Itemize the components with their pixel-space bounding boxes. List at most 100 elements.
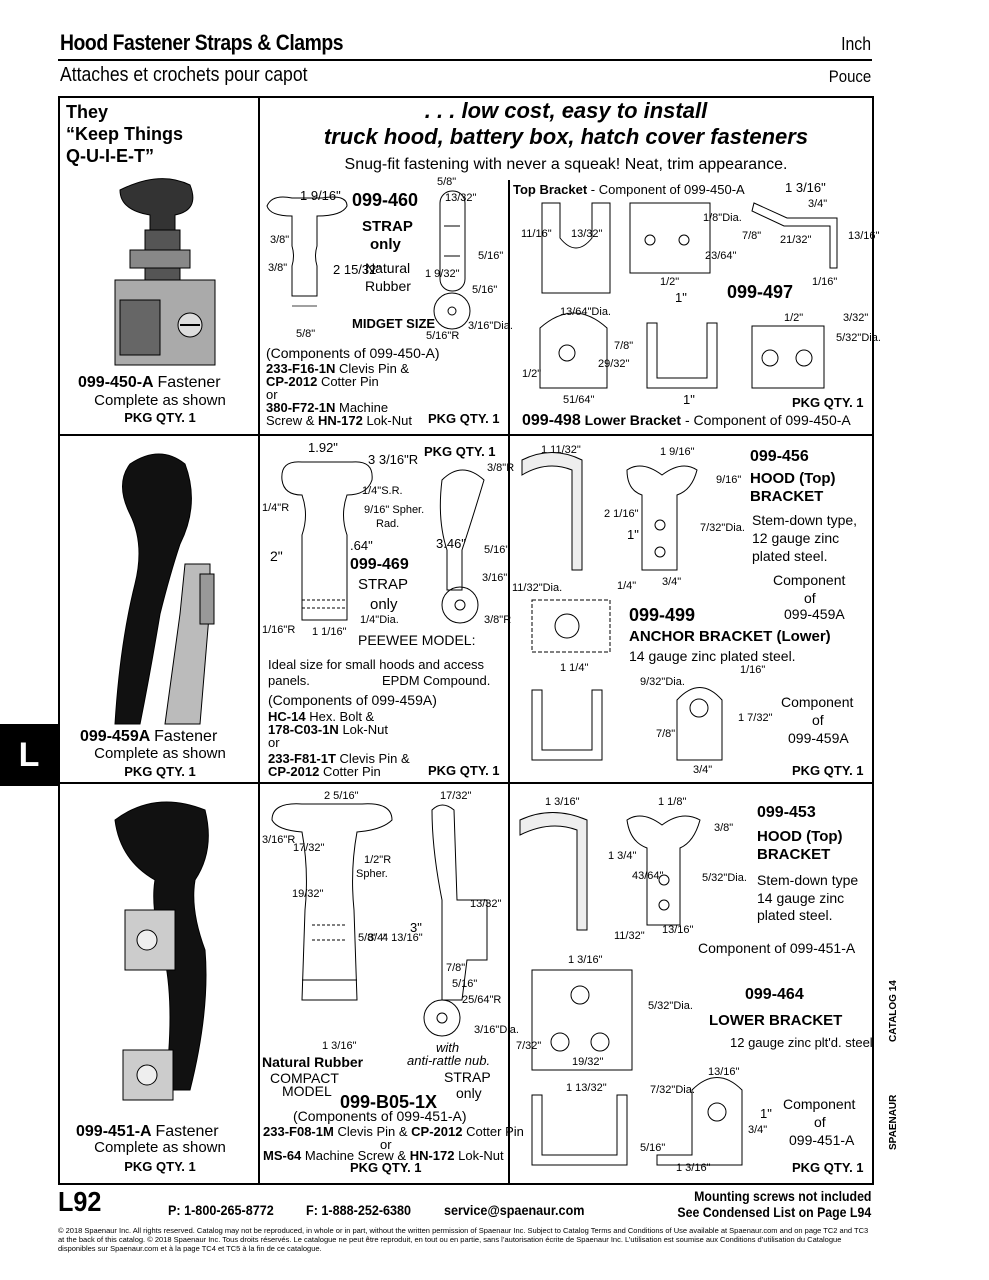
- s2-dim-d6: Rad.: [376, 518, 400, 530]
- l464-dim-l12: 1 3/16": [676, 1162, 711, 1174]
- s3-dim-d1: 2 5/16": [324, 790, 359, 802]
- section-divider-1: [58, 434, 874, 436]
- fastener-desc-1: Complete as shown: [94, 392, 226, 409]
- s2-dim-d5: 9/16" Spher.: [364, 504, 425, 516]
- lower-comp-3b: of: [814, 1114, 826, 1130]
- comp4-code: HN-172: [318, 413, 363, 428]
- column-divider-right: [508, 180, 510, 1183]
- strap-note-3: EPDM Compound.: [382, 673, 491, 688]
- strap1-dim-d4: 3/8": [270, 234, 290, 246]
- anchor-desc: 14 gauge zinc plated steel.: [629, 648, 796, 664]
- unit-label: Inch: [841, 34, 871, 54]
- s2-dim-d12: 3/8"R: [487, 462, 515, 474]
- hood-desc-2c: plated steel.: [752, 548, 828, 564]
- s3-dim-d4: 17/32": [293, 842, 325, 854]
- hood-desc-3c: plated steel.: [757, 907, 833, 923]
- s3-dim-d17: 1 3/16": [322, 1040, 357, 1052]
- h456-dim-h7: 1/4": [617, 580, 637, 592]
- tb-dim-t2: 13/32": [571, 228, 603, 240]
- s3-dim-d11: 3": [410, 920, 422, 935]
- strap-only-1: only: [370, 236, 401, 253]
- components-title-2: (Components of 099-459A): [268, 692, 437, 708]
- a499-dim-a1: 11/32"Dia.: [512, 582, 563, 594]
- lb-dim-l8: 3/32": [843, 312, 869, 324]
- fastener-pkg-1: PKG QTY. 1: [124, 410, 196, 425]
- s3-dim-d5: 1/2"R: [364, 854, 392, 866]
- l464-dim-l2: 5/32"Dia.: [648, 1000, 693, 1012]
- strap-midget: MIDGET SIZE: [352, 316, 436, 331]
- hood-label-3b: BRACKET: [757, 846, 831, 863]
- s2-dim-d9: 3.46": [436, 536, 466, 551]
- hood-comp-2c: 099-459A: [784, 606, 845, 622]
- hood-comp-3: Component of 099-451-A: [698, 940, 856, 956]
- email-link[interactable]: service@spaenaur.com: [444, 1202, 585, 1218]
- s2-comp1-code: HC-14: [268, 709, 306, 724]
- s3-comp2-code: CP-2012: [411, 1124, 463, 1139]
- s3-dim-d7: 19/32": [292, 888, 324, 900]
- h453-dim-h2: 1 1/8": [658, 796, 687, 808]
- phone-number[interactable]: 1-800-265-8772: [184, 1202, 274, 1218]
- l464-dim-l4: 19/32": [572, 1056, 604, 1068]
- a499-dim-a7: 3/4": [693, 764, 713, 776]
- s3-dim-d3: 3/16"R: [262, 834, 296, 846]
- lower-bracket-label: Lower Bracket: [584, 412, 682, 428]
- s2-comp2-text: Lok-Nut: [342, 722, 388, 737]
- a499-dim-a4: 1/16": [740, 664, 766, 676]
- s2-comp3-text: Clevis Pin &: [339, 751, 410, 766]
- strap1-dim-d11: 3/16"Dia.: [468, 320, 513, 332]
- tb-dim-t7: 1": [675, 290, 687, 305]
- strap-code-3: 099-B05-1X: [340, 1092, 438, 1112]
- s3-dim-d14: 5/16": [452, 978, 478, 990]
- strap-099-469-drawing: [281, 461, 485, 624]
- strap1-dim-d8: 5/16": [478, 250, 504, 262]
- l464-dim-l3: 7/32": [516, 1040, 542, 1052]
- l464-dim-l10: 3/4": [748, 1124, 768, 1136]
- s2-dim-d13: 1/4"Dia.: [360, 614, 399, 626]
- brackets-459a-drawing: [521, 452, 723, 761]
- fastener-099-451-a-image: [114, 801, 209, 1101]
- fastener-099-450-a-image: [114, 178, 216, 366]
- tb-dim-t12: 1/16": [812, 276, 838, 288]
- footer-note-1: Mounting screws not included: [693, 1188, 871, 1204]
- lower-desc-3: 12 gauge zinc plt'd. steel: [730, 1035, 873, 1050]
- strap-note-1: Ideal size for small hoods and access: [268, 657, 485, 672]
- hood-code-3: 099-453: [757, 804, 816, 821]
- lb-dim-l1: 13/64"Dia.: [560, 306, 611, 318]
- hood-label-3a: HOOD (Top): [757, 828, 843, 845]
- strap-code-1: 099-460: [352, 190, 419, 210]
- comp-or-1: or: [266, 387, 278, 402]
- s3-dim-d10: 4 13/16": [382, 932, 423, 944]
- hood-label-2b: BRACKET: [750, 488, 824, 505]
- s3-dim-d8: 5/8": [358, 932, 378, 944]
- h456-dim-h2: 1 9/16": [660, 446, 695, 458]
- top-bracket-label: Top Bracket: [513, 182, 588, 197]
- tagline-1: They: [66, 102, 109, 122]
- strap-pkg-2-top: PKG QTY. 1: [424, 444, 496, 459]
- fastener-pkg-2: PKG QTY. 1: [124, 764, 196, 779]
- strap-pkg-3: PKG QTY. 1: [350, 1160, 422, 1175]
- fastener-pkg-3: PKG QTY. 1: [124, 1159, 196, 1174]
- section-tab[interactable]: L: [0, 724, 58, 786]
- lb-dim-l2: 7/8": [614, 340, 634, 352]
- lower-comp-3a: Component: [783, 1096, 856, 1112]
- tb-dim-t11: 13/16": [848, 230, 880, 242]
- subline: Snug-fit fastening with never a squeak! …: [344, 156, 788, 173]
- tb-dim-t4: 7/8": [742, 230, 762, 242]
- h456-dim-h6: 7/32"Dia.: [700, 522, 745, 534]
- comp1-code: 233-F16-1N: [266, 361, 336, 376]
- h453-dim-h6: 5/32"Dia.: [702, 872, 747, 884]
- bracket-pkg-3: PKG QTY. 1: [792, 1160, 864, 1175]
- strap-label-3: STRAP: [444, 1069, 491, 1085]
- top-bracket-desc: - Component of 099-450-A: [590, 182, 745, 197]
- strap-with-2: anti-rattle nub.: [407, 1053, 491, 1068]
- anchor-comp-a: Component: [781, 694, 854, 710]
- strap-model-3a: COMPACT: [270, 1070, 339, 1086]
- strap1-dim-d12: 5/16"R: [426, 330, 460, 342]
- strap-label-2: STRAP: [358, 576, 409, 593]
- tb-dim-t5: 23/64": [705, 250, 737, 262]
- a499-dim-a2: 1 1/4": [560, 662, 589, 674]
- fastener-word-1: Fastener: [157, 374, 221, 391]
- anchor-label: ANCHOR BRACKET (Lower): [629, 628, 831, 645]
- a499-dim-a5: 1 7/32": [738, 712, 773, 724]
- tb-dim-t9: 3/4": [808, 198, 828, 210]
